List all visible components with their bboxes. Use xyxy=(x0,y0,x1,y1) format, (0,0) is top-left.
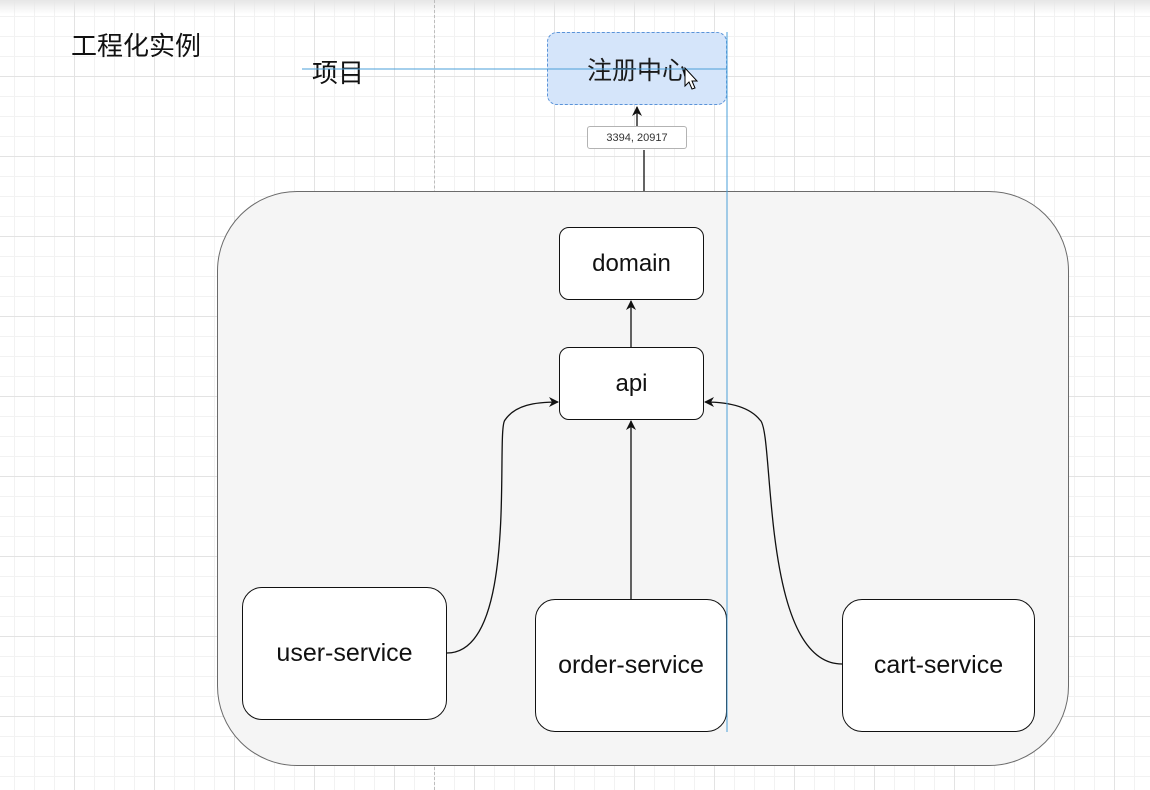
api-node[interactable]: api xyxy=(559,347,704,420)
canvas-top-shadow xyxy=(0,0,1150,14)
diagram-title[interactable]: 工程化实例 xyxy=(71,31,202,61)
coordinates-tooltip: 3394, 20917 xyxy=(587,126,687,149)
project-label[interactable]: 项目 xyxy=(312,58,365,88)
domain-node[interactable]: domain xyxy=(559,227,704,300)
user-service-node[interactable]: user-service xyxy=(242,587,447,720)
edge-user-to-api[interactable] xyxy=(446,397,559,654)
order-service-node[interactable]: order-service xyxy=(535,599,727,732)
cart-service-node[interactable]: cart-service xyxy=(842,599,1035,732)
mouse-cursor-icon xyxy=(684,66,699,90)
edge-cart-to-api[interactable] xyxy=(704,397,843,665)
